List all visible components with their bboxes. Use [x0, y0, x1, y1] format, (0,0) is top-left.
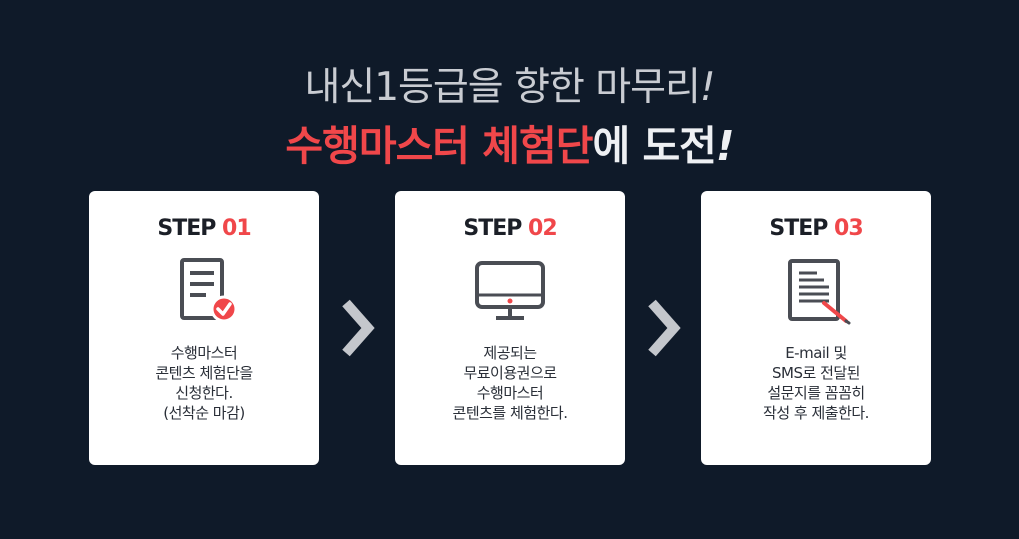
step-2-line-1: 제공되는: [483, 344, 537, 362]
document-check-icon: [180, 258, 238, 323]
headline-line-2: 수행마스터 체험단에 도전!: [0, 112, 1019, 172]
step-1-line-3: 신청한다.: [175, 384, 233, 402]
monitor-icon: [475, 261, 545, 320]
document-pen-icon: [788, 259, 851, 325]
chevron-right-icon: [648, 299, 681, 357]
step-2-line-2: 무료이용권으로: [463, 364, 557, 382]
step-2-word: STEP: [463, 216, 522, 241]
headline-line-1-text: 내신1등급을 향한 마무리: [304, 65, 700, 110]
step-2-description: 제공되는 무료이용권으로 수행마스터 콘텐츠를 체험한다.: [395, 343, 625, 423]
headline-rest-text: 에 도전: [592, 122, 716, 170]
step-3-word: STEP: [769, 216, 828, 241]
step-1-title: STEP 01: [89, 216, 319, 241]
step-3-number: 03: [834, 216, 864, 241]
headline-accent-text: 수행마스터 체험단: [285, 122, 593, 170]
step-1-number: 01: [222, 216, 252, 241]
step-card-1: STEP 01 수행마스터 콘텐츠 체험단을 신청한다. (선착순 마감): [89, 191, 319, 465]
headline-line-1: 내신1등급을 향한 마무리!: [0, 56, 1019, 112]
step-3-title: STEP 03: [701, 216, 931, 241]
step-1-line-2: 콘텐츠 체험단을: [155, 364, 253, 382]
step-1-line-4: (선착순 마감): [163, 404, 245, 422]
step-card-2: STEP 02 제공되는 무료이용권으로 수행마스터 콘텐츠를 체험한다.: [395, 191, 625, 465]
step-3-description: E-mail 및 SMS로 전달된 설문지를 꼼꼼히 작성 후 제출한다.: [701, 343, 931, 423]
step-card-3: STEP 03 E-mail 및 SMS로 전달된 설문지를 꼼꼼히 작성 후 …: [701, 191, 931, 465]
step-1-line-1: 수행마스터: [170, 344, 238, 362]
headline-line-2-exclaim: !: [715, 122, 735, 170]
step-1-word: STEP: [157, 216, 216, 241]
step-2-title: STEP 02: [395, 216, 625, 241]
step-2-line-4: 콘텐츠를 체험한다.: [452, 404, 568, 422]
step-1-description: 수행마스터 콘텐츠 체험단을 신청한다. (선착순 마감): [89, 343, 319, 423]
headline-line-1-exclaim: !: [699, 65, 716, 110]
chevron-right-icon: [342, 299, 375, 357]
step-3-line-4: 작성 후 제출한다.: [763, 404, 869, 422]
step-3-line-1: E-mail 및: [785, 344, 847, 362]
step-2-number: 02: [528, 216, 558, 241]
step-3-line-3: 설문지를 꼼꼼히: [767, 384, 865, 402]
step-2-line-3: 수행마스터: [476, 384, 544, 402]
step-3-line-2: SMS로 전달된: [772, 364, 860, 382]
